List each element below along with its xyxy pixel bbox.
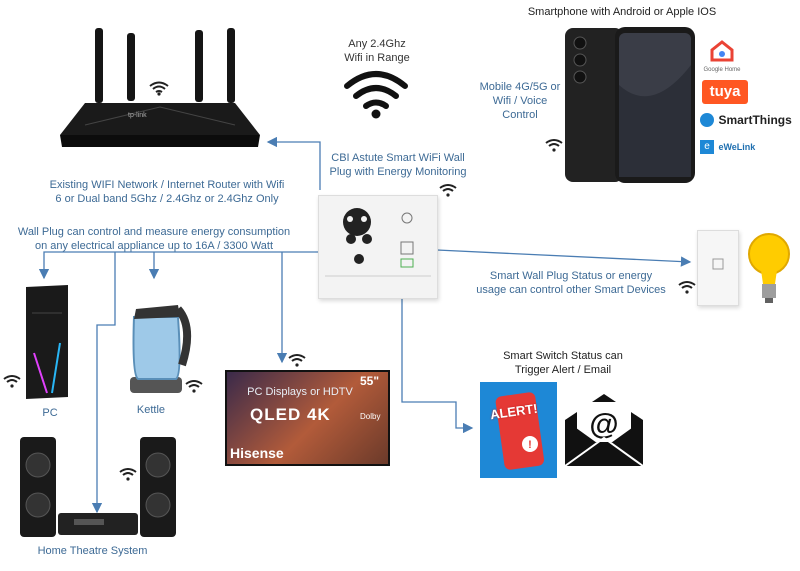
tv-tech-text: QLED 4K: [250, 405, 331, 424]
router-image: [55, 25, 265, 160]
wall-plug-description: Wall Plug can control and measure energy…: [17, 226, 291, 252]
wifi-icon: [677, 279, 697, 299]
ewelink-logo: e eWeLink: [700, 138, 755, 156]
smartthings-icon: [700, 112, 714, 127]
google-home-text: Google Home: [703, 67, 741, 73]
wifi-icon: [118, 466, 138, 486]
email-envelope-icon: @: [563, 390, 645, 475]
wifi-icon: [148, 80, 170, 101]
phone-title: Smartphone with Android or Apple IOS: [527, 6, 717, 18]
router-description: Existing WIFI Network / Internet Router …: [49, 179, 285, 205]
kettle-label: Kettle: [136, 404, 166, 416]
pc-tower-image: [22, 283, 72, 401]
smart-status-label: Smart Wall Plug Status or energy usage c…: [476, 270, 666, 296]
home-theatre-image: [18, 435, 178, 539]
hdtv-image: [225, 370, 390, 466]
tv-size-badge: 55": [360, 374, 380, 388]
smartthings-logo: SmartThings: [700, 111, 792, 129]
wifi-icon: [2, 373, 22, 393]
tuya-logo: tuya: [702, 80, 748, 104]
svg-text:!: !: [528, 439, 532, 451]
ewelink-text: eWeLink: [718, 141, 756, 152]
plug-label: CBI Astute Smart WiFi Wall Plug with Ene…: [329, 152, 467, 178]
pc-label: PC: [42, 407, 58, 419]
wifi-icon: [544, 137, 564, 157]
router-brand-text: tp-link: [128, 112, 147, 119]
tv-brand-text: Hisense: [230, 445, 284, 461]
wifi-icon: [438, 182, 458, 202]
smart-wall-plug-image: [318, 195, 438, 299]
smart-light-switch-image: [697, 230, 739, 306]
switch-status-label: Smart Switch Status can Trigger Alert / …: [503, 350, 623, 376]
wifi-icon: [287, 352, 307, 372]
kettle-image: [122, 287, 194, 399]
alert-phone-image: !: [480, 382, 557, 478]
mobile-control-label: Mobile 4G/5G or Wifi / Voice Control: [479, 81, 561, 121]
google-home-logo: Google Home: [702, 40, 742, 73]
ewelink-icon: e: [700, 139, 714, 154]
smartthings-text: SmartThings: [718, 112, 792, 127]
tv-dolby-badge: Dolby: [360, 412, 381, 421]
wifi-icon-large: [342, 68, 410, 125]
wifi-range-label: Any 2.4Ghz Wifi in Range: [344, 38, 410, 64]
light-bulb-image: [745, 230, 793, 313]
tv-overlay-label: PC Displays or HDTV: [247, 386, 353, 398]
wifi-icon: [184, 378, 204, 398]
svg-text:@: @: [589, 408, 618, 441]
smartphone-image: [562, 25, 697, 185]
home-theatre-label: Home Theatre System: [37, 545, 148, 557]
